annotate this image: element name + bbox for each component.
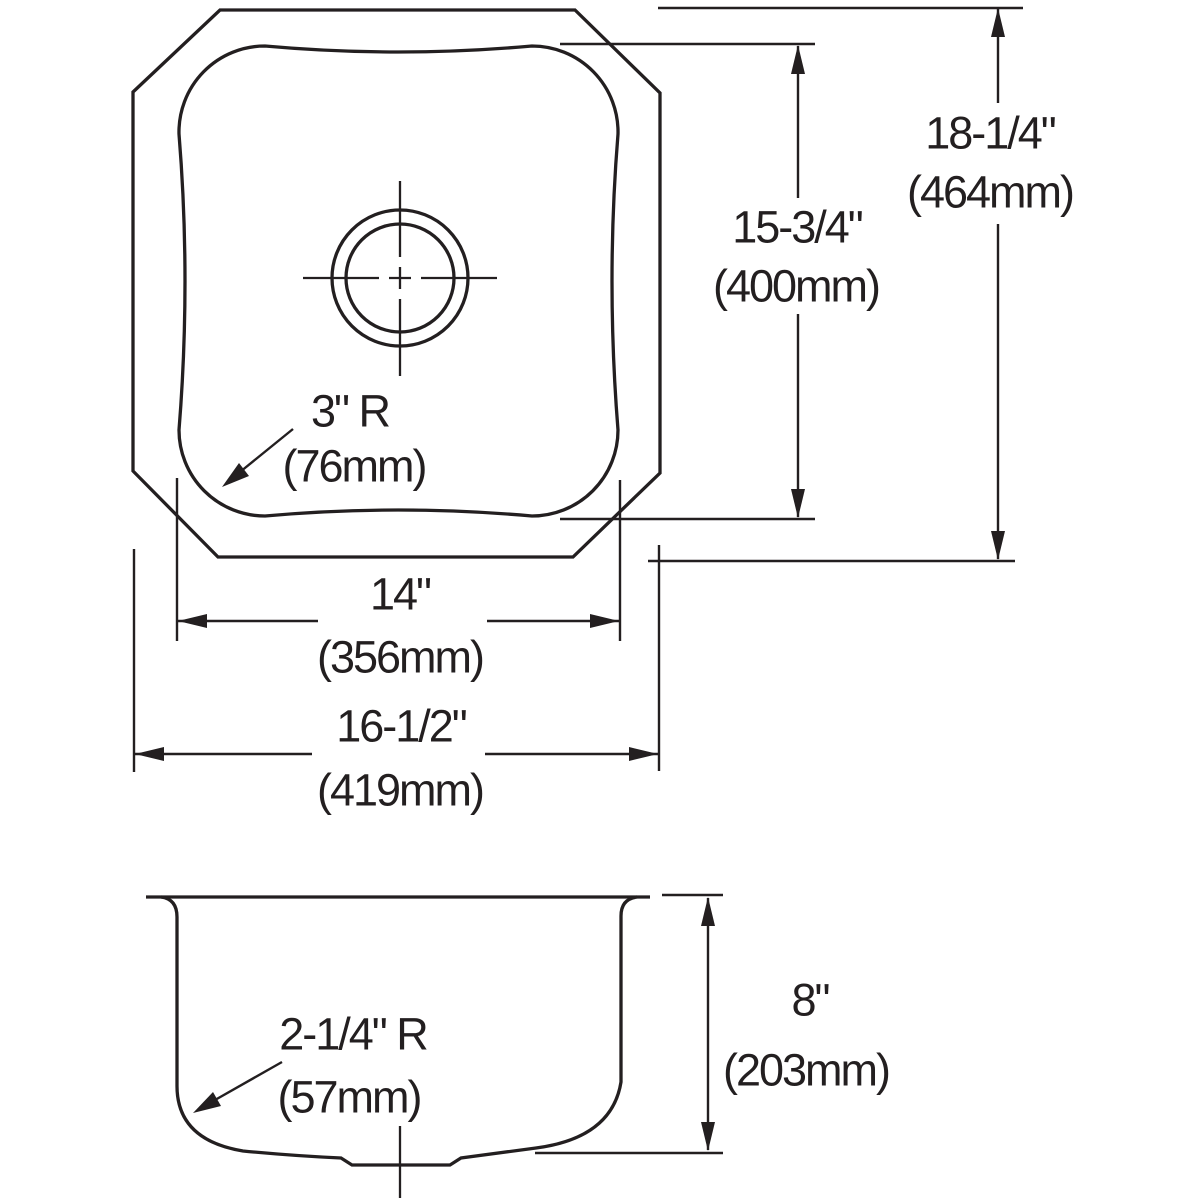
dim-bowl-height-mm-label: (400mm) xyxy=(713,261,879,312)
dim-arrowhead-up xyxy=(991,8,1005,37)
dim-bowl-height: 15-3/4" (400mm) xyxy=(560,42,881,521)
dim-arrowhead-down xyxy=(701,1122,715,1151)
bottom-radius-mm-label: (57mm) xyxy=(278,1072,421,1123)
corner-radius-mm-label: (76mm) xyxy=(283,441,426,492)
dim-arrowhead-up xyxy=(701,897,715,926)
dim-arrowhead-right xyxy=(629,747,658,761)
bottom-radius-label: 2-1/4" R xyxy=(279,1009,427,1060)
dim-overall-height: 18-1/4" (464mm) xyxy=(648,6,1075,563)
dim-arrowhead-left xyxy=(135,747,164,761)
dim-depth: 8" (203mm) xyxy=(535,893,891,1155)
dim-bowl-width: 14" (356mm) xyxy=(175,478,622,683)
callout-corner-radius: 3" R (76mm) xyxy=(222,386,428,492)
dim-depth-inches-label: 8" xyxy=(791,975,829,1026)
dim-arrowhead-right xyxy=(590,614,619,628)
top-view: 3" R (76mm) 15-3/4" (400mm) 18-1/4" (464… xyxy=(131,6,1075,816)
dim-arrowhead-up xyxy=(791,45,805,74)
dim-bowl-height-inches-label: 15-3/4" xyxy=(732,202,863,253)
dim-arrowhead-left xyxy=(178,614,207,628)
corner-radius-label: 3" R xyxy=(311,386,390,437)
dim-arrowhead-down xyxy=(791,489,805,518)
dim-overall-width-inches-label: 16-1/2" xyxy=(336,701,467,752)
sink-outer-rim-outline xyxy=(131,8,662,559)
dim-bowl-width-mm-label: (356mm) xyxy=(317,632,483,683)
callout-bottom-radius: 2-1/4" R (57mm) xyxy=(193,1009,429,1123)
side-view: 2-1/4" R (57mm) 8" (203mm) xyxy=(146,893,891,1198)
dim-depth-mm-label: (203mm) xyxy=(723,1045,889,1096)
dim-overall-width-mm-label: (419mm) xyxy=(317,765,483,816)
dim-overall-height-inches-label: 18-1/4" xyxy=(925,108,1056,159)
leader-arrowhead xyxy=(193,1092,221,1113)
dim-arrowhead-down xyxy=(991,531,1005,560)
leader-arrowhead xyxy=(222,463,249,487)
dim-overall-height-mm-label: (464mm) xyxy=(907,167,1073,218)
dim-bowl-width-inches-label: 14" xyxy=(370,569,431,620)
sink-bowl-outline xyxy=(177,44,620,518)
dim-overall-width: 16-1/2" (419mm) xyxy=(132,545,661,816)
